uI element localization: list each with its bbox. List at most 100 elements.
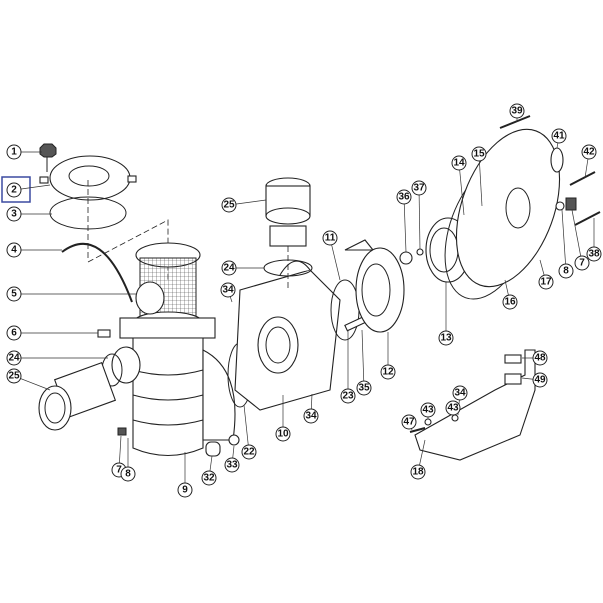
- callout-24: 24: [221, 260, 264, 276]
- leader-line: [361, 329, 365, 389]
- callout-number: 34: [222, 285, 234, 296]
- callout-43: 43: [420, 402, 436, 419]
- callout-17: 17: [538, 259, 554, 290]
- callout-circle: [241, 444, 257, 460]
- callout-circle: [410, 464, 426, 480]
- callout-number: 7: [116, 465, 122, 476]
- callout-10: 10: [275, 395, 291, 442]
- callout-39: 39: [509, 103, 525, 122]
- callout-circle: [221, 197, 237, 213]
- callout-number: 33: [226, 460, 238, 471]
- callout-circle: [6, 286, 22, 302]
- callout-36: 36: [396, 189, 412, 253]
- callout-18: 18: [410, 439, 426, 480]
- diffuser: [344, 239, 405, 333]
- callout-circle: [6, 144, 22, 160]
- callout-circle: [303, 408, 319, 424]
- callout-number: 18: [412, 467, 424, 478]
- callout-38: 38: [586, 218, 602, 262]
- callout-circle: [6, 242, 22, 258]
- callout-circle: [551, 128, 567, 144]
- union-nut-top: [263, 177, 313, 277]
- callout-circle: [6, 182, 22, 198]
- callout-number: 24: [223, 263, 235, 274]
- callout-34: 34: [303, 393, 319, 424]
- callout-number: 14: [453, 158, 465, 169]
- callout-22: 22: [241, 404, 257, 460]
- callout-circle: [177, 482, 193, 498]
- plug-32: [205, 441, 221, 457]
- callout-number: 6: [11, 328, 17, 339]
- callout-number: 37: [413, 183, 425, 194]
- callout-41: 41: [551, 128, 567, 149]
- leader-line: [418, 187, 421, 250]
- callout-1: 1: [6, 144, 42, 160]
- callout-circle: [538, 274, 554, 290]
- callout-number: 1: [11, 147, 17, 158]
- callout-24: 24: [6, 350, 108, 366]
- callout-number: 43: [447, 403, 459, 414]
- callout-16: 16: [502, 279, 518, 310]
- callout-35: 35: [356, 329, 372, 396]
- callout-circle: [201, 470, 217, 486]
- callout-number: 2: [11, 185, 17, 196]
- strainer-lid: [39, 155, 137, 201]
- callout-circle: [411, 180, 427, 196]
- callout-circle: [6, 350, 22, 366]
- callout-circle: [6, 368, 22, 384]
- callout-number: 13: [440, 333, 452, 344]
- callout-number: 16: [504, 297, 516, 308]
- callout-circle: [532, 372, 548, 388]
- callout-32: 32: [201, 455, 217, 486]
- callout-circle: [322, 230, 338, 246]
- callout-number: 12: [382, 367, 394, 378]
- callout-circle: [574, 255, 590, 271]
- drain-plug: [97, 329, 111, 338]
- leader-line: [478, 153, 483, 207]
- callout-circle: [509, 103, 525, 119]
- callout-circle: [438, 330, 454, 346]
- callout-circle: [445, 400, 461, 416]
- callout-circle: [420, 402, 436, 418]
- callout-5: 5: [6, 286, 136, 302]
- callout-number: 3: [11, 209, 17, 220]
- callout-highlight-box: [1, 176, 31, 203]
- callout-circle: [586, 246, 602, 262]
- callout-42: 42: [581, 144, 597, 179]
- callout-number: 23: [342, 391, 354, 402]
- callout-number: 17: [540, 277, 552, 288]
- callout-47: 47: [401, 414, 417, 431]
- callout-43: 43: [445, 400, 461, 416]
- callout-circle: [532, 350, 548, 366]
- callout-number: 24: [8, 353, 20, 364]
- volute-housing: [234, 260, 341, 411]
- callout-49: 49: [521, 372, 548, 388]
- callout-2: 2: [6, 182, 51, 198]
- callout-circle: [340, 388, 356, 404]
- leader-line: [243, 404, 250, 453]
- callout-48: 48: [522, 350, 548, 366]
- callout-8: 8: [120, 438, 136, 482]
- callout-number: 8: [125, 469, 131, 480]
- callout-number: 4: [11, 245, 17, 256]
- callout-circle: [356, 380, 372, 396]
- callout-11: 11: [322, 230, 341, 281]
- callout-circle: [380, 364, 396, 380]
- callout-circle: [224, 457, 240, 473]
- callout-circle: [275, 426, 291, 442]
- callout-circle: [581, 144, 597, 160]
- callout-33: 33: [224, 445, 240, 473]
- callout-number: 38: [588, 249, 600, 260]
- callout-25: 25: [221, 197, 267, 213]
- callout-circle: [396, 189, 412, 205]
- leader-line: [561, 209, 567, 272]
- callout-circle: [451, 155, 467, 171]
- callout-25: 25: [6, 368, 51, 391]
- callout-number: 10: [277, 429, 289, 440]
- callout-number: 8: [563, 266, 569, 277]
- callout-23: 23: [340, 330, 356, 404]
- leader-line: [458, 162, 465, 216]
- callout-number: 9: [182, 485, 188, 496]
